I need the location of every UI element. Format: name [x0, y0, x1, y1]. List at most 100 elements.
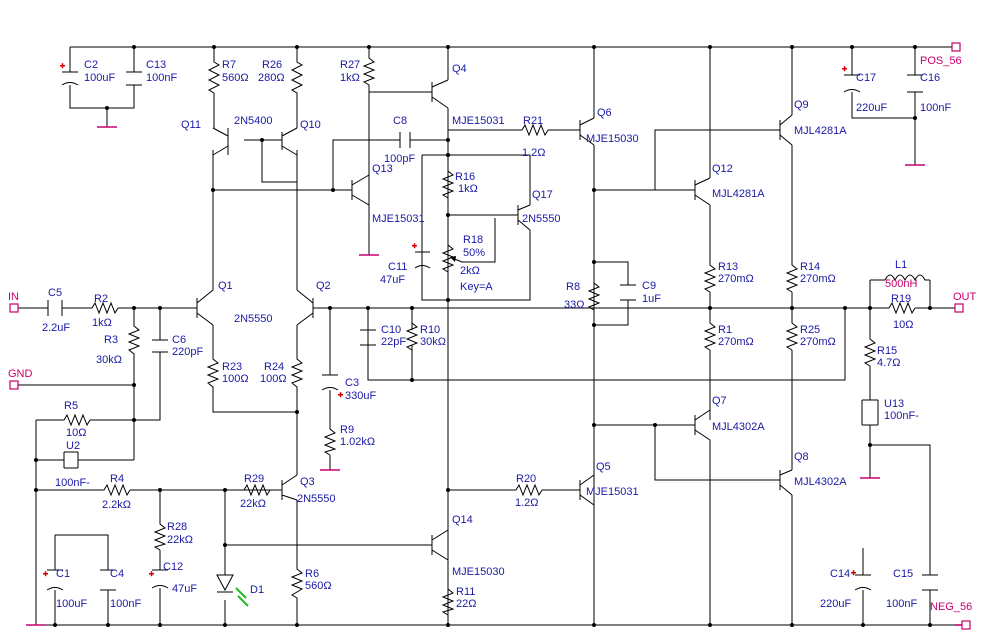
c16-symbol [907, 74, 923, 93]
r2-ref: R2 [94, 293, 108, 305]
c2-value: 100uF [84, 72, 115, 84]
r6-ref: R6 [305, 568, 319, 580]
r24-symbol [290, 355, 304, 390]
c8-value: 100pF [384, 153, 415, 165]
r18-symbol [441, 242, 455, 300]
r24-ref: R24 [264, 361, 284, 373]
r23-value: 100Ω [222, 373, 249, 385]
r14-symbol [785, 262, 799, 293]
in-terminal [9, 303, 19, 313]
c10-symbol [360, 329, 376, 380]
pin-label-in: IN [8, 291, 19, 303]
q14-ref: Q14 [452, 514, 473, 526]
q17-symbol [510, 204, 531, 231]
c3-ref: C3 [345, 377, 359, 389]
q1-ref: Q1 [218, 280, 233, 292]
r28-value: 22kΩ [167, 534, 193, 546]
r11-value: 22Ω [456, 598, 476, 610]
c8-ref: C8 [393, 115, 407, 127]
c6-value: 220pF [172, 346, 203, 358]
r3-ref: R3 [104, 334, 118, 346]
c10-value: 22pF [381, 336, 406, 348]
r6-value: 560Ω [305, 580, 332, 592]
r13-ref: R13 [718, 261, 738, 273]
r8-value: 33Ω [564, 299, 584, 311]
r18-percent: 50% [463, 247, 485, 259]
r21-symbol [518, 123, 549, 137]
r15-ref: R15 [877, 345, 897, 357]
r26-ref: R26 [262, 59, 282, 71]
q1-symbol [196, 289, 214, 326]
q12-ref: Q12 [712, 163, 733, 175]
r7-ref: R7 [222, 59, 236, 71]
q6-value: MJE15030 [586, 133, 639, 145]
pin-terminals [9, 42, 971, 630]
q5-value: MJE15031 [586, 486, 639, 498]
r6-symbol [290, 565, 304, 600]
c12-value: 47uF [172, 583, 197, 595]
l1-symbol [884, 274, 930, 282]
q10-value: 2N5400 [234, 115, 273, 127]
r27-ref: R27 [340, 59, 360, 71]
c14-value: 220uF [820, 598, 851, 610]
r13-value: 270mΩ [718, 273, 754, 285]
capacitor-symbols [43, 63, 938, 591]
r13-symbol [703, 262, 717, 293]
c15-ref: C15 [893, 568, 913, 580]
neg-terminal [961, 620, 971, 630]
r11-symbol [441, 585, 455, 616]
q7-value: MJL4302A [712, 421, 765, 433]
pin-label-pos: POS_56 [920, 55, 962, 67]
q12-value: MJL4281A [712, 188, 765, 200]
r19-ref: R19 [891, 293, 911, 305]
d1-ref: D1 [250, 584, 264, 596]
r29-value: 22kΩ [240, 498, 266, 510]
r16-symbol [441, 168, 455, 200]
q6-ref: Q6 [597, 107, 612, 119]
r4-ref: R4 [110, 473, 124, 485]
u13-symbol [861, 399, 879, 426]
q13-symbol [351, 174, 370, 206]
r28-ref: R28 [167, 521, 187, 533]
c13-ref: C13 [146, 59, 166, 71]
r2-symbol [88, 301, 119, 315]
q8-symbol [779, 469, 793, 496]
r8-ref: R8 [566, 281, 580, 293]
r18-value: 2kΩ [460, 265, 480, 277]
c6-symbol [152, 339, 168, 353]
r27-value: 1kΩ [340, 72, 360, 84]
r10-symbol [405, 320, 419, 351]
resistor-symbols [60, 55, 916, 616]
c9-symbol [620, 284, 636, 301]
r29-symbol [240, 483, 271, 497]
r9-ref: R9 [340, 424, 354, 436]
q12-symbol [655, 177, 711, 206]
c11-ref: C11 [388, 261, 407, 273]
r5-ref: R5 [64, 400, 78, 412]
l1-ref: L1 [895, 259, 907, 271]
r29-ref: R29 [244, 473, 264, 485]
r15-symbol [863, 335, 877, 370]
u13-value: 100nF- [884, 410, 919, 422]
c1-symbol [43, 569, 64, 591]
c5-value: 2.2uF [42, 322, 70, 334]
q4-ref: Q4 [452, 63, 467, 75]
c15-value: 100nF [886, 598, 917, 610]
q2-ref: Q2 [316, 280, 331, 292]
q3-symbol [270, 474, 298, 501]
r23-symbol [206, 355, 220, 390]
c3-value: 330uF [345, 390, 376, 402]
c17-value: 220uF [856, 102, 887, 114]
q9-ref: Q9 [794, 99, 809, 111]
r14-ref: R14 [800, 261, 820, 273]
q9-symbol [779, 114, 793, 146]
c13-symbol [126, 71, 142, 86]
q11-symbol [212, 127, 229, 156]
r15-value: 4.7Ω [877, 357, 901, 369]
c13-value: 100nF [146, 72, 177, 84]
r19-value: 10Ω [893, 319, 913, 331]
r16-ref: R16 [455, 171, 475, 183]
pos-terminal [951, 42, 961, 52]
r14-value: 270mΩ [800, 273, 836, 285]
q14-symbol [431, 529, 449, 561]
